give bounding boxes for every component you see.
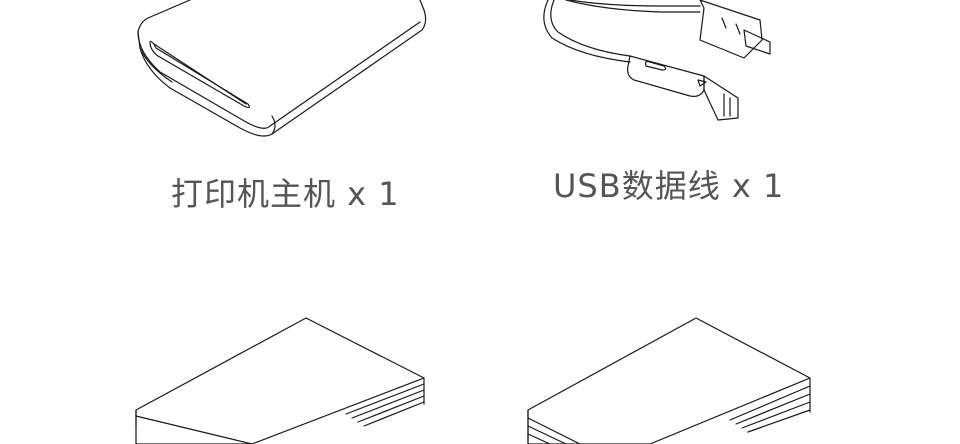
paper-stack-illustration (135, 317, 425, 444)
usb-cable-illustration (543, 0, 771, 121)
printer-caption: 打印机主机 x 1 (171, 175, 400, 213)
printer-illustration (137, 0, 427, 137)
paper-stack-illustration (527, 317, 811, 444)
usb-cable-caption: USB数据线 x 1 (553, 167, 785, 205)
